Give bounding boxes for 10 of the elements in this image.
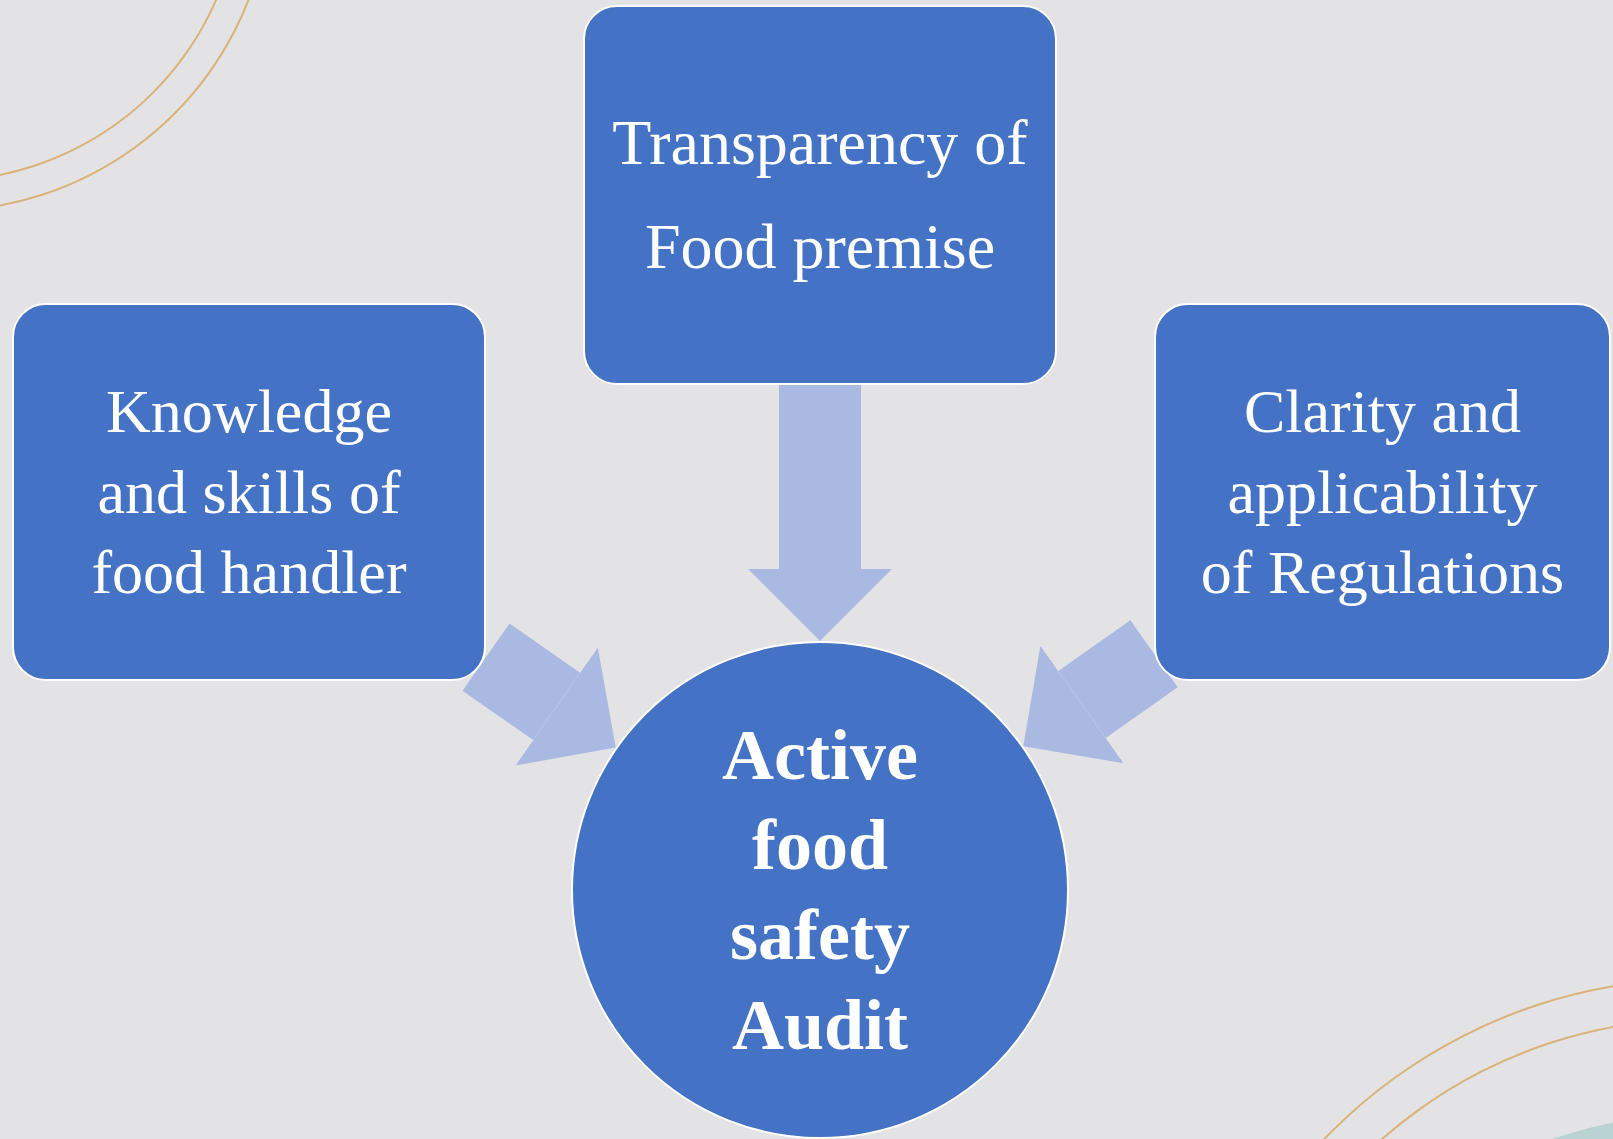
- rounded-box: [1154, 303, 1611, 681]
- block-arrow: [1023, 620, 1178, 764]
- node-label: Transparency of Food premise: [611, 106, 1029, 284]
- rounded-box: [583, 5, 1057, 385]
- node-label: Active food safety Audit: [721, 714, 919, 1067]
- block-arrow: [462, 623, 616, 766]
- rounded-box: [12, 303, 486, 681]
- block-arrow: [748, 385, 892, 641]
- node-label: Clarity and applicability of Regulations: [1199, 376, 1566, 609]
- node-label: Knowledge and skills of food handler: [90, 376, 408, 609]
